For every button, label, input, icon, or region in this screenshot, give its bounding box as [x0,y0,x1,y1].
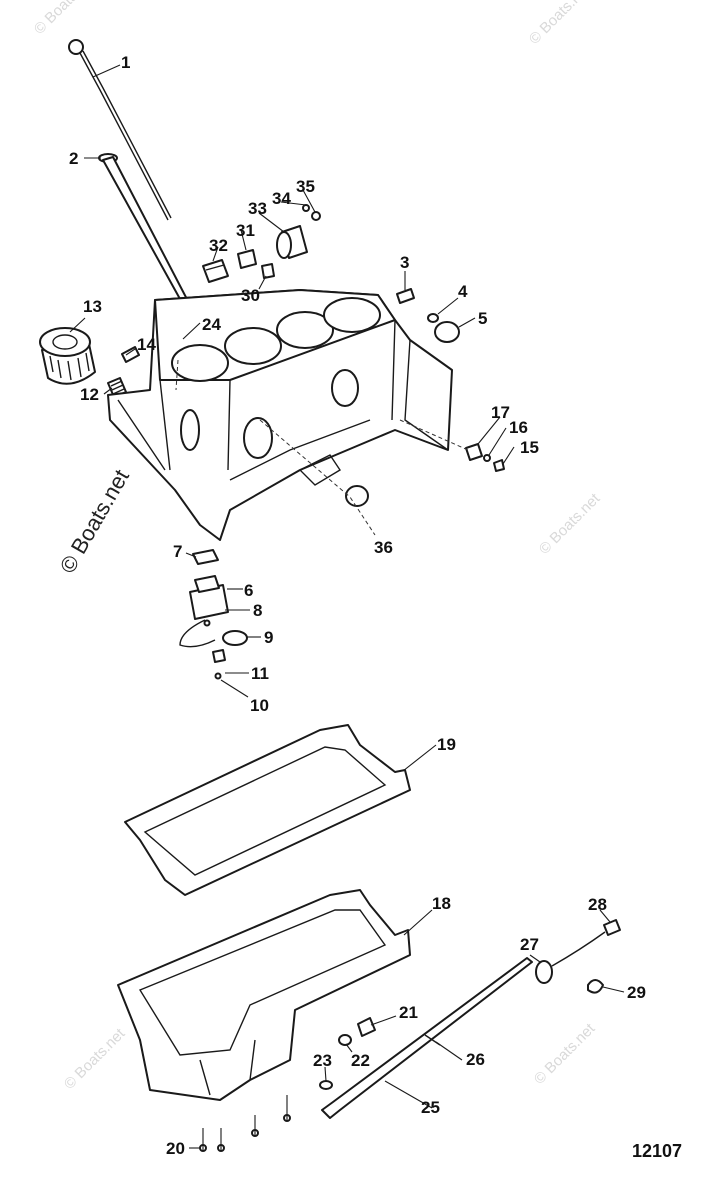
callout-17: 17 [491,403,510,422]
watermark-text: © Boats.net [536,490,604,558]
callout-14: 14 [137,335,156,354]
callout-13: 13 [83,297,102,316]
callout-22: 22 [351,1051,370,1070]
dipstick-tube [98,153,191,309]
callout-6: 6 [244,581,253,600]
callout-2: 2 [69,149,78,168]
callout-9: 9 [264,628,273,647]
drain-plug-group [319,1017,376,1090]
callout-31: 31 [236,221,255,240]
plug-36 [345,485,369,507]
watermark-text: © Boats.net [531,1020,599,1088]
callout-1: 1 [121,53,130,72]
callout-18: 18 [432,894,451,913]
oil-pan-gasket [124,724,411,896]
watermark-main: © Boats.net [55,465,134,577]
callout-11: 11 [251,664,269,683]
callout-32: 32 [209,236,228,255]
callout-24: 24 [202,315,221,334]
callout-34: 34 [272,189,291,208]
callout-3: 3 [400,253,409,272]
callout-labels: 1 2 3 4 5 6 7 8 9 10 11 12 13 14 15 16 1… [69,53,646,1158]
callout-23: 23 [313,1051,332,1070]
dowel-pin [121,346,140,363]
callout-27: 27 [520,935,539,954]
callout-33: 33 [248,199,267,218]
callout-29: 29 [627,983,646,1002]
plugs-right [396,288,460,343]
leader-lines [69,64,625,1150]
watermark-text: © Boats.net [526,0,594,48]
engine-block [107,289,453,541]
oil-level-sensor [535,919,621,994]
callout-10: 10 [250,696,269,715]
callout-28: 28 [588,895,607,914]
callout-35: 35 [296,177,315,196]
callout-4: 4 [458,282,468,301]
oil-pump-group [179,549,248,680]
dipstick [68,39,172,221]
sensor-group [202,204,321,283]
callout-7: 7 [173,542,182,561]
callout-15: 15 [520,438,539,457]
callout-25: 25 [421,1098,440,1117]
callout-21: 21 [399,1003,418,1022]
plugs-side [465,443,505,472]
callout-20: 20 [166,1139,185,1158]
figure-number: 12107 [632,1141,682,1161]
callout-16: 16 [509,418,528,437]
pan-bolts [199,1114,291,1152]
oil-pan [117,889,411,1101]
callout-5: 5 [478,309,487,328]
watermark-text: © Boats.net [31,0,99,38]
callout-8: 8 [253,601,262,620]
callout-19: 19 [437,735,456,754]
callout-30: 30 [241,286,260,305]
oil-filter [39,327,96,385]
callout-26: 26 [466,1050,485,1069]
callout-36: 36 [374,538,393,557]
watermark-text: © Boats.net [61,1025,129,1093]
callout-12: 12 [80,385,99,404]
